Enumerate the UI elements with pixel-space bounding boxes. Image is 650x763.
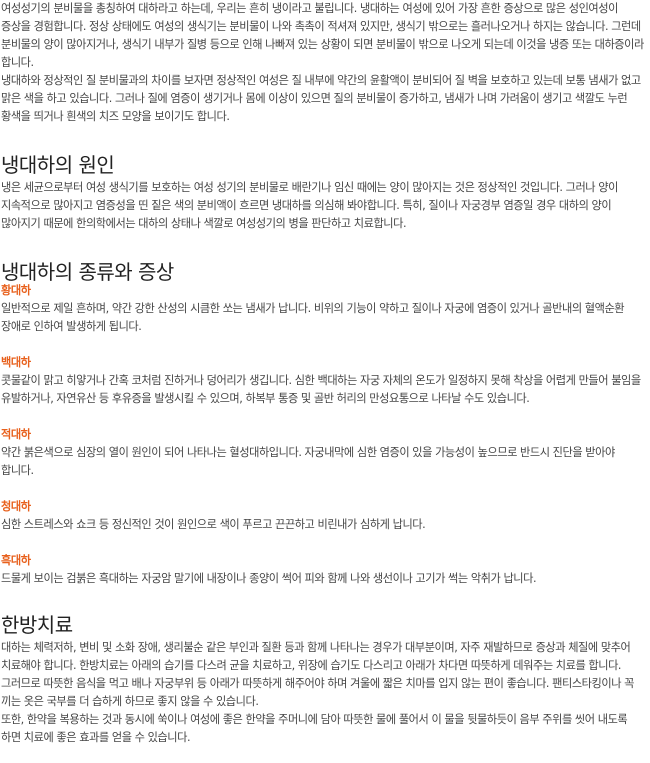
type-item-blue: 청대하 심한 스트레스와 쇼크 등 정신적인 것이 원인으로 색이 푸르고 끈끈… bbox=[1, 498, 650, 534]
type-name: 흑대하 bbox=[1, 554, 31, 567]
types-heading: 냉대하의 종류와 증상 bbox=[1, 260, 174, 284]
intro-paragraph-1: 여성성기의 분비물을 총칭하여 대하라고 하는데, 우리는 흔히 냉이라고 불립… bbox=[1, 2, 644, 69]
type-name: 청대하 bbox=[1, 500, 31, 513]
type-item-red: 적대하 약간 붉은색으로 심장의 열이 원인이 되어 나타나는 혈성대하입니다.… bbox=[1, 426, 650, 480]
types-section: 냉대하의 종류와 증상 황대하 일반적으로 제일 흔하며, 약간 강한 산성의 … bbox=[1, 260, 650, 588]
cause-heading: 냉대하의 원인 bbox=[1, 153, 115, 177]
treatment-section: 한방치료 대하는 체력저하, 변비 및 소화 장애, 생리불순 같은 부인과 질… bbox=[1, 613, 650, 747]
type-desc: 일반적으로 제일 흔하며, 약간 강한 산성의 시큼한 쏘는 냄새가 납니다. … bbox=[1, 302, 625, 333]
intro-section: 여성성기의 분비물을 총칭하여 대하라고 하는데, 우리는 흔히 냉이라고 불립… bbox=[1, 0, 650, 126]
type-item-yellow: 황대하 일반적으로 제일 흔하며, 약간 강한 산성의 시큼한 쏘는 냄새가 납… bbox=[1, 282, 650, 336]
type-name: 적대하 bbox=[1, 428, 31, 441]
type-desc: 드물게 보이는 검붉은 흑대하는 자궁암 말기에 내장이나 종양이 썩어 피와 … bbox=[1, 572, 537, 585]
cause-section: 냉대하의 원인 냉은 세균으로부터 여성 생식기를 보호하는 여성 성기의 분비… bbox=[1, 153, 650, 233]
treatment-paragraph-1: 대하는 체력저하, 변비 및 소화 장애, 생리불순 같은 부인과 질환 등과 … bbox=[1, 641, 634, 708]
type-item-black: 흑대하 드물게 보이는 검붉은 흑대하는 자궁암 말기에 내장이나 종양이 썩어… bbox=[1, 552, 650, 588]
type-item-white: 백대하 콧물같이 맑고 히얗거나 간혹 코처럼 진하거나 덩어리가 생깁니다. … bbox=[1, 354, 650, 408]
type-name: 백대하 bbox=[1, 356, 31, 369]
intro-paragraph-2: 냉대하와 정상적인 질 분비물과의 차이를 보자면 정상적인 여성은 질 내부에… bbox=[1, 74, 641, 123]
article: 여성성기의 분비물을 총칭하여 대하라고 하는데, 우리는 흔히 냉이라고 불립… bbox=[1, 0, 650, 747]
type-desc: 콧물같이 맑고 히얗거나 간혹 코처럼 진하거나 덩어리가 생깁니다. 심한 백… bbox=[1, 374, 641, 405]
treatment-heading: 한방치료 bbox=[1, 613, 73, 637]
type-name: 황대하 bbox=[1, 284, 31, 297]
type-desc: 약간 붉은색으로 심장의 열이 원인이 되어 나타나는 혈성대하입니다. 자궁내… bbox=[1, 446, 615, 477]
treatment-paragraph-2: 또한, 한약을 복용하는 것과 동시에 쑥이나 여성에 좋은 한약을 주머니에 … bbox=[1, 713, 628, 744]
cause-body: 냉은 세균으로부터 여성 생식기를 보호하는 여성 성기의 분비물로 배란기나 … bbox=[1, 181, 618, 230]
type-desc: 심한 스트레스와 쇼크 등 정신적인 것이 원인으로 색이 푸르고 끈끈하고 비… bbox=[1, 518, 426, 531]
